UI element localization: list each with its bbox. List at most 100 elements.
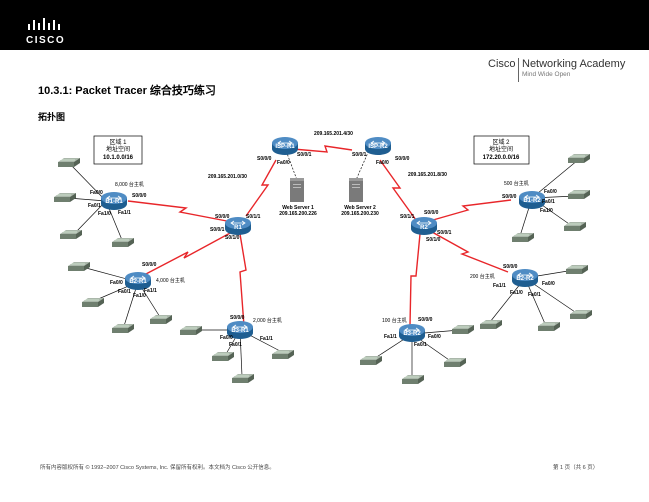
interface-label: S0/1/1 [400,214,415,220]
isp-link-network: 209.165.201.4/30 [314,131,353,137]
interface-label: S0/0/0 [142,262,157,268]
svg-text:B1-R2: B1-R2 [523,198,541,204]
interface-label: S0/0/0 [502,194,517,200]
svg-text:R2: R2 [420,225,428,231]
serial-link-r1-isp [245,159,277,217]
web-server-2-icon [349,178,363,202]
switch-icon [57,157,81,168]
serial-links [127,145,512,327]
interface-label: Fa0/0 [544,189,557,195]
switch-icon [537,321,561,332]
switch-icon [271,349,295,360]
area-1-box: 区域 1 地址空间 10.1.0.0/16 [93,135,143,165]
interface-label: Fa0/0 [428,334,441,340]
footer-page-number: 第 1 页（共 6 页） [553,465,599,471]
document-title: 10.3.1: Packet Tracer 综合技巧练习 [38,85,216,97]
interface-label: Fa1/1 [118,210,131,216]
cisco-wordmark: CISCO [26,35,66,46]
interface-label: Fa0/1 [414,342,427,348]
hosts-b3-r2: 100 台主机 [382,317,407,324]
svg-text:B3-R2: B3-R2 [403,331,421,337]
switch-icon [111,237,135,248]
serial-link-b1r2-r2 [425,199,512,223]
switch-icon [511,232,535,243]
router-b2-r2: B2-R2 [511,268,539,288]
interface-label: Fa1/1 [384,334,397,340]
academy-separator [518,58,519,82]
hosts-b1-r1: 8,000 台主机 [115,181,144,188]
interface-label: S0/0/0 [424,210,439,216]
network-labels: 209.165.201.4/30 209.165.201.0/30 209.16… [208,131,447,217]
switch-icon [443,357,467,368]
switch-icon [231,373,255,384]
switch-icon [59,229,83,240]
router-b1-r2: B1-R2 [518,190,546,210]
serial-link-b1r1-r1 [127,200,233,223]
switch-icon [359,355,383,366]
interface-label: S0/0/0 [257,156,272,162]
interface-label: Fa0/0 [277,160,290,166]
interface-label: Fa1/0 [98,211,111,217]
interface-label: S0/0/1 [297,152,312,158]
hosts-b2-r2: 200 台主机 [470,273,495,280]
switch-icon [53,192,77,203]
interface-label: Fa0/0 [110,280,123,286]
interface-label: Fa1/0 [133,293,146,299]
interface-label: S0/0/0 [215,214,230,220]
serial-link-r2-isp [379,159,417,221]
svg-text:B2-R1: B2-R1 [129,279,147,285]
serial-link-b3r1-r1 [239,233,247,327]
web-server-1-name: Web Server 1 [282,205,314,211]
router-r2: R2 [410,216,438,236]
switch-icon [149,314,173,325]
interface-label: Fa0/1 [88,203,101,209]
interface-label: Fa0/0 [376,160,389,166]
footer-copyright: 所有内容版权所有 © 1992–2007 Cisco Systems, Inc.… [40,465,275,471]
interface-label: S0/1/1 [246,214,261,220]
svg-text:ISP-R1: ISP-R1 [275,144,295,150]
serial-link-b2r1-r1 [143,231,233,276]
svg-text:B1-R1: B1-R1 [105,199,123,205]
interface-label: Fa0/0 [90,190,103,196]
academy-name-text: Networking Academy [522,58,626,70]
section-title: 拓扑图 [38,112,66,122]
switch-icon [401,374,425,385]
interface-label: Fa1/1 [493,283,506,289]
switch-icon [211,351,235,362]
interface-label: S0/0/0 [418,317,433,323]
area-2-title: 区域 2 [492,138,510,146]
switch-icon [67,261,91,272]
switch-icon [451,324,475,335]
router-isp-r2: ISP-R2 [364,136,392,156]
interface-label: Fa1/1 [144,288,157,294]
interface-label: Fa1/1 [260,336,273,342]
interface-label: S0/0/0 [230,315,245,321]
hosts-b2-r1: 4,000 台主机 [156,277,185,284]
svg-text:R1: R1 [234,225,242,231]
switch-icon [479,319,503,330]
hosts-b1-r2: 500 台主机 [504,180,529,187]
interface-label: S0/0/1 [437,230,452,236]
interface-label: Fa0/1 [118,289,131,295]
svg-text:B3-R1: B3-R1 [231,328,249,334]
svg-text:ISP-R2: ISP-R2 [368,144,388,150]
router-isp-r1: ISP-R1 [271,136,299,156]
switch-icon [81,297,105,308]
interface-label: Fa0/0 [542,281,555,287]
switch-icon [567,189,591,200]
svg-text:B2-R2: B2-R2 [516,276,534,282]
interface-label: Fa1/0 [510,290,523,296]
router-b1-r1: B1-R1 [100,191,128,211]
router-r1: R1 [224,216,252,236]
interface-label: S0/0/0 [503,264,518,270]
header-bar: CISCO [0,0,649,50]
interface-label: Fa0/1 [528,292,541,298]
interface-label: S0/1/0 [225,235,240,241]
interface-label: S0/1/0 [426,237,441,243]
interface-label: S0/0/1 [210,227,225,233]
interface-label: S0/0/1 [352,152,367,158]
web-server-2-name: Web Server 2 [344,205,376,211]
web-server-1-icon [290,178,304,202]
web-server-1-ip: 209.165.200.226 [279,211,317,217]
